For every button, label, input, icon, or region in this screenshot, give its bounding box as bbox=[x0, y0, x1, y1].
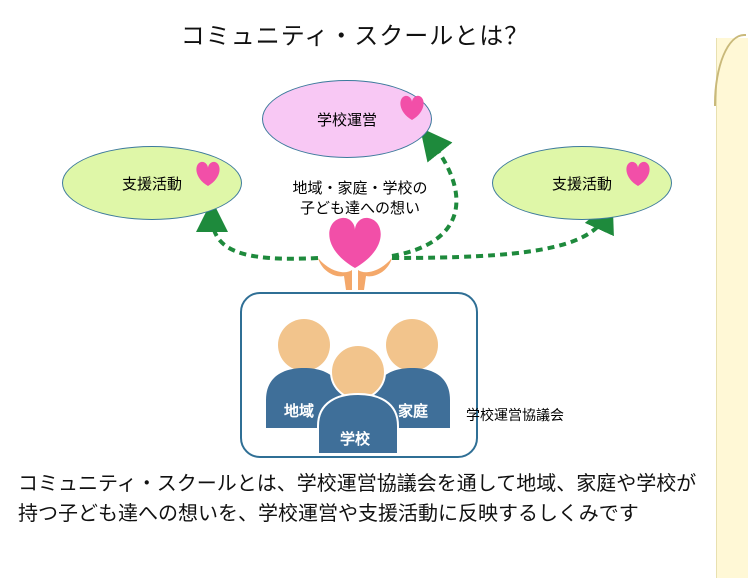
person-right-label: 家庭 bbox=[398, 402, 429, 420]
right-support-node: 支援活動 bbox=[492, 146, 672, 220]
arrow-to-left-support bbox=[196, 200, 319, 261]
management-node: 学校運営 bbox=[262, 80, 432, 158]
center-text-line-2: 子ども達への想い bbox=[299, 199, 420, 217]
caption-text: コミュニティ・スクールとは、学校運営協議会を通して地域、家庭や学校が持つ子ども達… bbox=[18, 471, 697, 525]
hands-icon bbox=[318, 258, 392, 290]
side-paper-decoration bbox=[716, 38, 748, 578]
center-text: 地域・家庭・学校の 子ども達への想い bbox=[270, 178, 450, 218]
person-left-label: 地域 bbox=[284, 402, 315, 420]
page-title: コミュニティ・スクールとは？ bbox=[180, 22, 530, 50]
person-center-label: 学校 bbox=[340, 430, 371, 448]
arrow-to-management bbox=[391, 127, 459, 258]
management-label: 学校運営 bbox=[316, 110, 377, 129]
left-support-label: 支援活動 bbox=[121, 174, 182, 193]
left-support-node: 支援活動 bbox=[62, 146, 242, 220]
right-support-label: 支援活動 bbox=[551, 174, 612, 193]
center-heart-icon bbox=[329, 217, 381, 268]
arrow-to-right-support bbox=[391, 200, 614, 260]
center-text-line-1: 地域・家庭・学校の bbox=[292, 179, 428, 197]
council-label: 学校運営協議会 bbox=[466, 408, 564, 424]
